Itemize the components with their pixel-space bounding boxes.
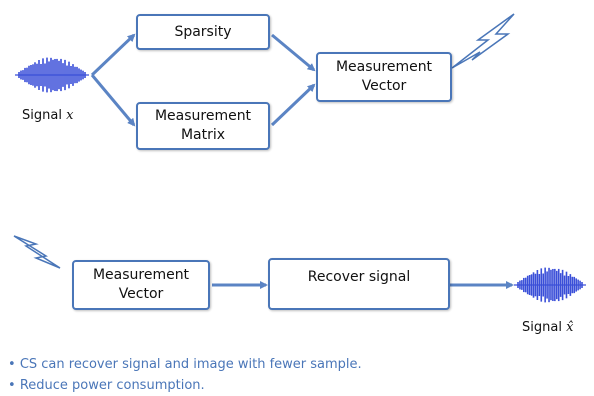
signal-x-label: Signal x [22,108,73,123]
bullet-item: • CS can recover signal and image with f… [8,354,362,375]
bullet-list: • CS can recover signal and image with f… [8,354,362,396]
bullet-dot-icon: • [8,357,20,372]
bullet-text: Reduce power consumption. [19,378,205,393]
bullet-item: • Reduce power consumption. [8,375,362,396]
arrow-matrix-to-vector [270,83,316,127]
signal-x-waveform-icon [15,57,89,93]
sparsity-box: Sparsity [136,14,270,50]
signal-xhat-waveform-icon [514,267,586,303]
measurement-vector-box-bottom: Measurement Vector [72,260,210,310]
measurement-vector-box-top: Measurement Vector [316,52,452,102]
measurement-matrix-box: Measurement Matrix [136,102,270,150]
signal-variable: x̂ [566,320,574,335]
arrow-signal-to-matrix [90,74,136,127]
signal-label-text: Signal [22,108,62,123]
recover-signal-box: Recover signal [268,258,450,310]
lightning-bolt-icon [13,235,61,269]
bullet-dot-icon: • [8,378,20,393]
signal-variable: x [66,108,74,123]
lightning-bolt-icon [451,13,515,69]
bullet-text: CS can recover signal and image with few… [19,357,362,372]
signal-label-text: Signal [522,320,562,335]
arrow-sparsity-to-vector [271,33,316,72]
arrow-signal-to-sparsity [90,33,136,77]
signal-xhat-label: Signal x̂ [522,320,573,335]
